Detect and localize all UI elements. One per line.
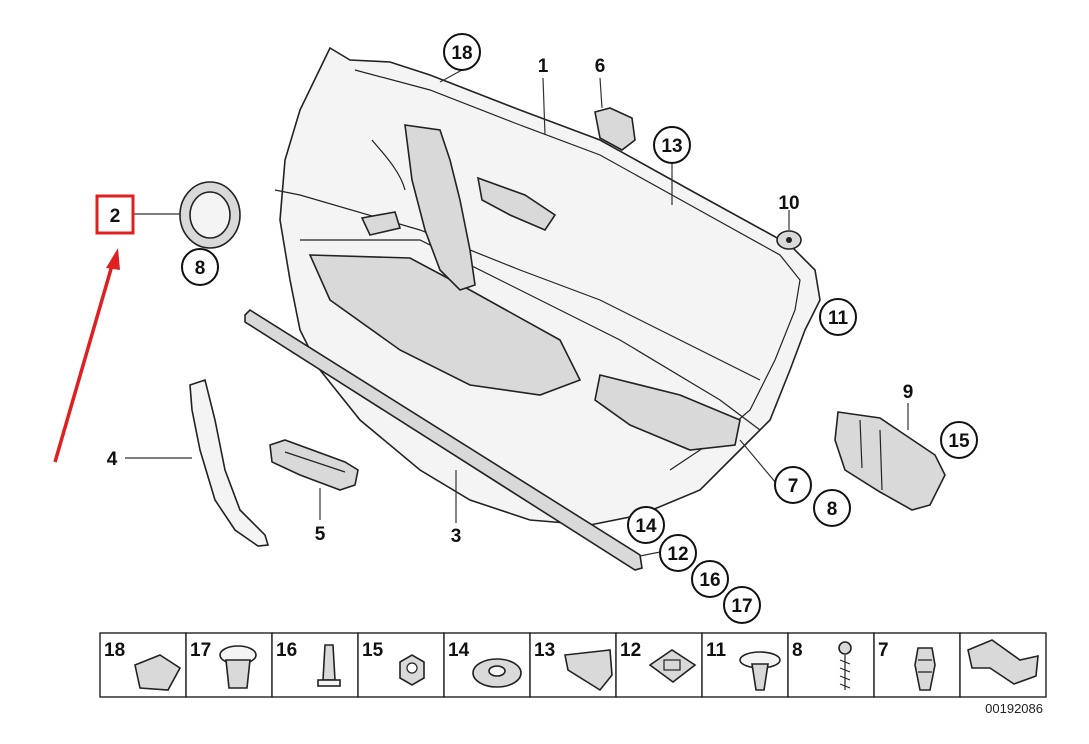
orientation-arrow-icon <box>967 639 1039 685</box>
legend-label-7: 7 <box>878 640 889 661</box>
callout-14: 14 <box>627 506 665 544</box>
callout-18: 18 <box>443 33 481 71</box>
fastener-16-pin <box>317 644 341 687</box>
callout-7: 7 <box>774 466 812 504</box>
door-trim-panel <box>274 46 821 526</box>
diagram-number: 00192086 <box>985 701 1043 716</box>
callout-3: 3 <box>451 526 462 547</box>
callout-4: 4 <box>107 449 118 470</box>
legend-label-16: 16 <box>276 640 297 661</box>
callout-1: 1 <box>538 56 549 77</box>
callout-15: 15 <box>940 421 978 459</box>
callout-12: 12 <box>659 534 697 572</box>
clip-part-6 <box>594 107 636 151</box>
callout-8-upper: 8 <box>181 248 219 286</box>
svg-text:12: 12 <box>667 544 688 565</box>
highlight-arrow <box>53 248 120 463</box>
fastener-8-screw <box>838 641 852 690</box>
door-pull-handle <box>189 378 270 547</box>
legend-label-11: 11 <box>706 640 727 661</box>
svg-text:11: 11 <box>828 308 849 329</box>
legend-label-14: 14 <box>448 640 470 661</box>
svg-text:17: 17 <box>731 596 752 617</box>
svg-text:8: 8 <box>827 499 838 520</box>
callout-6: 6 <box>595 56 606 77</box>
window-seal-strip <box>244 308 643 571</box>
speaker-cover <box>179 181 241 249</box>
fastener-13-clip <box>564 649 613 692</box>
callout-13: 13 <box>653 126 691 164</box>
callout-8-lower: 8 <box>813 489 851 527</box>
callout-5: 5 <box>315 524 326 545</box>
fastener-18-clip <box>134 654 182 691</box>
bracket-part-9 <box>834 411 946 511</box>
fastener-15-nut <box>399 654 425 686</box>
fastener-12-clip <box>648 649 697 684</box>
svg-text:16: 16 <box>699 570 720 591</box>
fastener-17-grommet <box>219 645 257 689</box>
highlight-box <box>95 194 135 235</box>
expanding-nut <box>776 230 802 250</box>
callout-2: 2 <box>110 206 121 227</box>
legend-label-17: 17 <box>190 640 211 661</box>
legend-label-8: 8 <box>792 640 803 661</box>
svg-text:8: 8 <box>195 258 206 279</box>
inner-door-handle <box>269 439 359 491</box>
callout-10: 10 <box>778 193 799 214</box>
callout-16: 16 <box>691 560 729 598</box>
legend-label-18: 18 <box>104 640 125 661</box>
svg-text:7: 7 <box>788 476 799 497</box>
legend-label-12: 12 <box>620 640 641 661</box>
svg-text:13: 13 <box>661 136 682 157</box>
fastener-11-rivet <box>739 651 781 691</box>
callout-9: 9 <box>903 382 914 403</box>
leader-lines <box>125 69 909 557</box>
legend-label-15: 15 <box>362 640 384 661</box>
fastener-14-washer <box>472 658 522 688</box>
callout-11: 11 <box>819 298 857 336</box>
legend-label-13: 13 <box>534 640 555 661</box>
fastener-legend: 18 17 16 15 14 13 12 11 8 7 <box>99 632 1047 698</box>
svg-text:18: 18 <box>451 43 472 64</box>
svg-text:15: 15 <box>948 431 970 452</box>
callout-17: 17 <box>723 586 761 624</box>
fastener-7-clip <box>914 647 936 691</box>
svg-text:14: 14 <box>635 516 657 537</box>
